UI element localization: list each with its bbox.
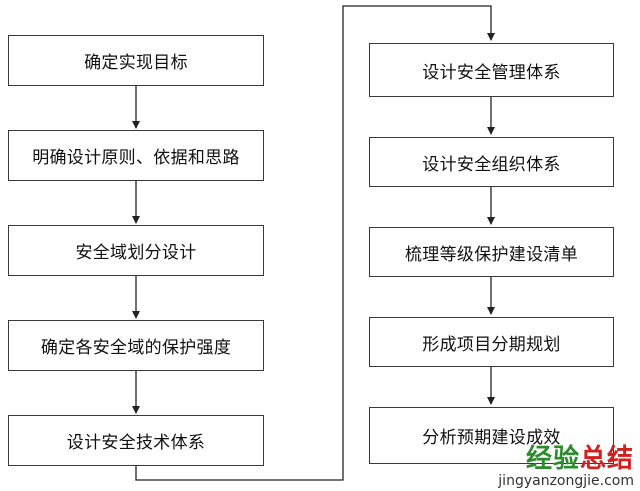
step-phased-plan: 形成项目分期规划	[369, 317, 614, 367]
step-design-principles: 明确设计原则、依据和思路	[8, 130, 264, 181]
step-expected-results: 分析预期建设成效	[369, 407, 614, 464]
step-security-domain-design: 安全域划分设计	[8, 225, 264, 276]
step-organization-system: 设计安全组织体系	[369, 137, 614, 187]
step-protection-checklist: 梳理等级保护建设清单	[369, 227, 614, 277]
step-protection-strength: 确定各安全域的保护强度	[8, 320, 264, 371]
step-technical-system: 设计安全技术体系	[8, 415, 264, 466]
step-define-goals: 确定实现目标	[8, 35, 264, 86]
step-management-system: 设计安全管理体系	[369, 43, 614, 97]
arrow-column-link	[135, 5, 495, 481]
